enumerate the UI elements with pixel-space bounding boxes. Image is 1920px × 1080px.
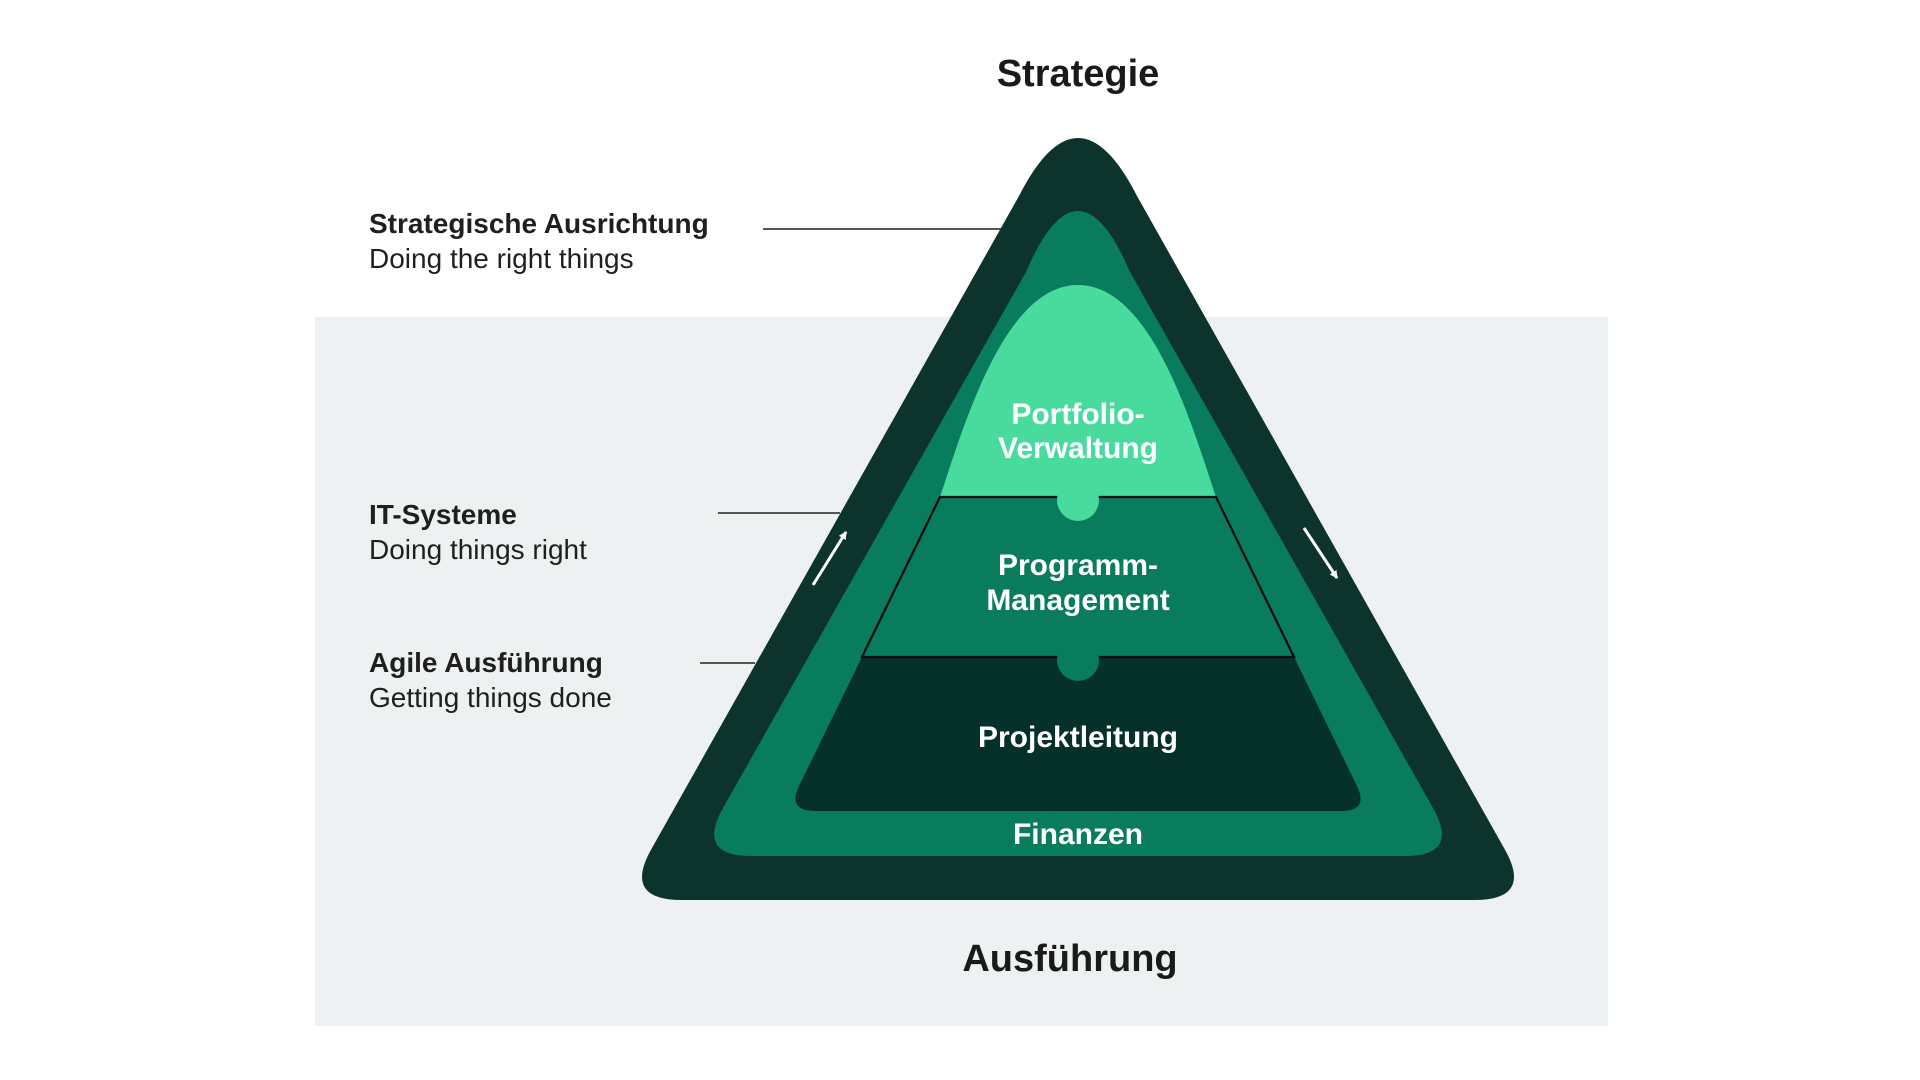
- layer-label-projektleitung: Projektleitung: [978, 721, 1178, 754]
- program-project-bump: [1057, 639, 1099, 681]
- label-strategische-ausrichtung-title: Strategische Ausrichtung: [369, 208, 709, 239]
- label-agile-ausfuehrung-title: Agile Ausführung: [369, 647, 603, 678]
- portfolio-program-bump: [1057, 479, 1099, 521]
- portfolio-layer-shape: [940, 285, 1216, 497]
- label-strategische-ausrichtung-subtitle: Doing the right things: [369, 243, 634, 274]
- program-layer-shape: [860, 495, 1296, 659]
- label-it-systeme-title: IT-Systeme: [369, 499, 517, 530]
- layer-label-portfolio-line2: Verwaltung: [998, 432, 1158, 465]
- label-agile-ausfuehrung-subtitle: Getting things done: [369, 682, 612, 713]
- up-arrow-icon: [811, 531, 848, 586]
- label-it-systeme-subtitle: Doing things right: [369, 534, 587, 565]
- down-arrow-icon: [1302, 527, 1339, 579]
- layer-label-programm-line2: Management: [986, 584, 1169, 617]
- layer-label-programm-line1: Programm-: [998, 549, 1158, 582]
- layer-label-portfolio-line1: Portfolio-: [1011, 398, 1144, 431]
- title-strategie: Strategie: [997, 53, 1160, 95]
- project-layer-shape: [795, 657, 1361, 811]
- title-ausfuehrung: Ausführung: [962, 938, 1177, 980]
- layer-label-finanzen: Finanzen: [1013, 818, 1143, 851]
